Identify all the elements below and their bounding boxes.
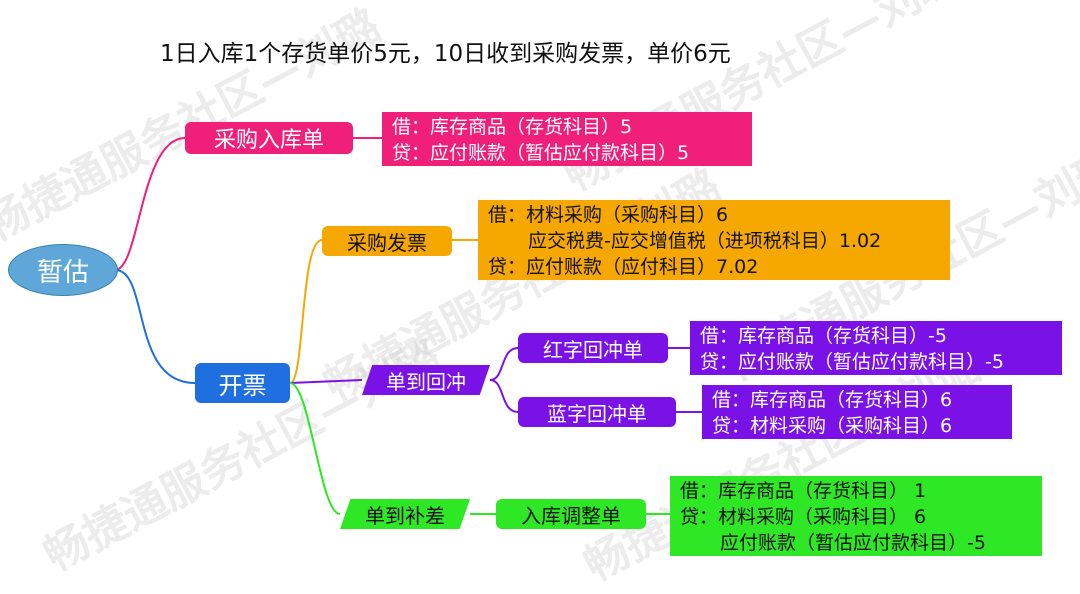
entry-line: 贷：应付账款（应付科目）7.02	[488, 256, 759, 278]
purchase-invoice-label: 采购发票	[347, 230, 427, 255]
purchase-invoice-node[interactable]: 采购发票	[322, 226, 452, 256]
connector-lines	[114, 137, 702, 515]
adjust-entry-box: 借：库存商品（存货科目） 1 贷：材料采购（采购科目） 6 应付账款（暂估应付款…	[670, 476, 1042, 556]
connector-root-invoice	[114, 269, 196, 384]
adjust-label: 入库调整单	[521, 503, 621, 528]
purchase-invoice-entry-box: 借：材料采购（采购科目）6 应交税费-应交增值税（进项税科目）1.02 贷：应付…	[478, 200, 950, 280]
root-node-label: 暂估	[36, 257, 89, 288]
blue-offset-label: 蓝字回冲单	[547, 401, 647, 426]
supplement-label: 单到补差	[365, 503, 445, 528]
purchase-receipt-entry-box: 借：库存商品（存货科目）5 贷：应付账款（暂估应付款科目）5	[382, 112, 752, 166]
red-offset-entry-box: 借：库存商品（存货科目）-5 贷：应付账款（暂估应付款科目）-5	[690, 321, 1062, 375]
connector-offset-red	[489, 347, 519, 381]
diagram-title: 1日入库1个存货单价5元，10日收到采购发票，单价6元	[160, 41, 731, 67]
supplement-node[interactable]: 单到补差	[340, 499, 470, 529]
entry-line: 借：材料采购（采购科目）6	[488, 204, 729, 226]
purchase-receipt-label: 采购入库单	[213, 128, 324, 153]
entry-line: 贷：应付账款（暂估应付款科目）-5	[700, 351, 1004, 373]
entry-line: 贷：应付账款（暂估应付款科目）5	[392, 142, 690, 164]
red-offset-label: 红字回冲单	[543, 337, 643, 362]
connector-invoice-offset	[289, 379, 363, 384]
entry-line: 借：库存商品（存货科目） 1	[680, 480, 927, 502]
entry-line: 借：库存商品（存货科目）6	[712, 389, 953, 411]
blue-offset-node[interactable]: 蓝字回冲单	[518, 397, 676, 427]
connector-invoice-purchase	[289, 239, 323, 384]
offset-label: 单到回冲	[386, 369, 466, 394]
entry-line: 贷：材料采购（采购科目） 6	[680, 506, 927, 528]
invoice-branch-node[interactable]: 开票	[195, 363, 290, 403]
blue-offset-entry-box: 借：库存商品（存货科目）6 贷：材料采购（采购科目）6	[702, 385, 1012, 439]
entry-line: 贷：材料采购（采购科目）6	[712, 415, 953, 437]
invoice-branch-label: 开票	[218, 371, 267, 400]
offset-node[interactable]: 单到回冲	[362, 365, 490, 395]
connector-invoice-supplement	[289, 382, 341, 515]
entry-line: 借：库存商品（存货科目）5	[392, 116, 633, 138]
entry-line: 应交税费-应交增值税（进项税科目）1.02	[528, 230, 882, 252]
entry-line: 借：库存商品（存货科目）-5	[700, 325, 947, 347]
adjust-node[interactable]: 入库调整单	[496, 499, 646, 529]
red-offset-node[interactable]: 红字回冲单	[518, 333, 668, 363]
connector-root-receipt	[114, 137, 186, 271]
connector-offset-blue	[489, 379, 519, 413]
purchase-receipt-node[interactable]: 采购入库单	[185, 122, 353, 154]
entry-line: 应付账款（暂估应付款科目）-5	[720, 532, 986, 554]
root-node[interactable]: 暂估	[8, 244, 118, 296]
